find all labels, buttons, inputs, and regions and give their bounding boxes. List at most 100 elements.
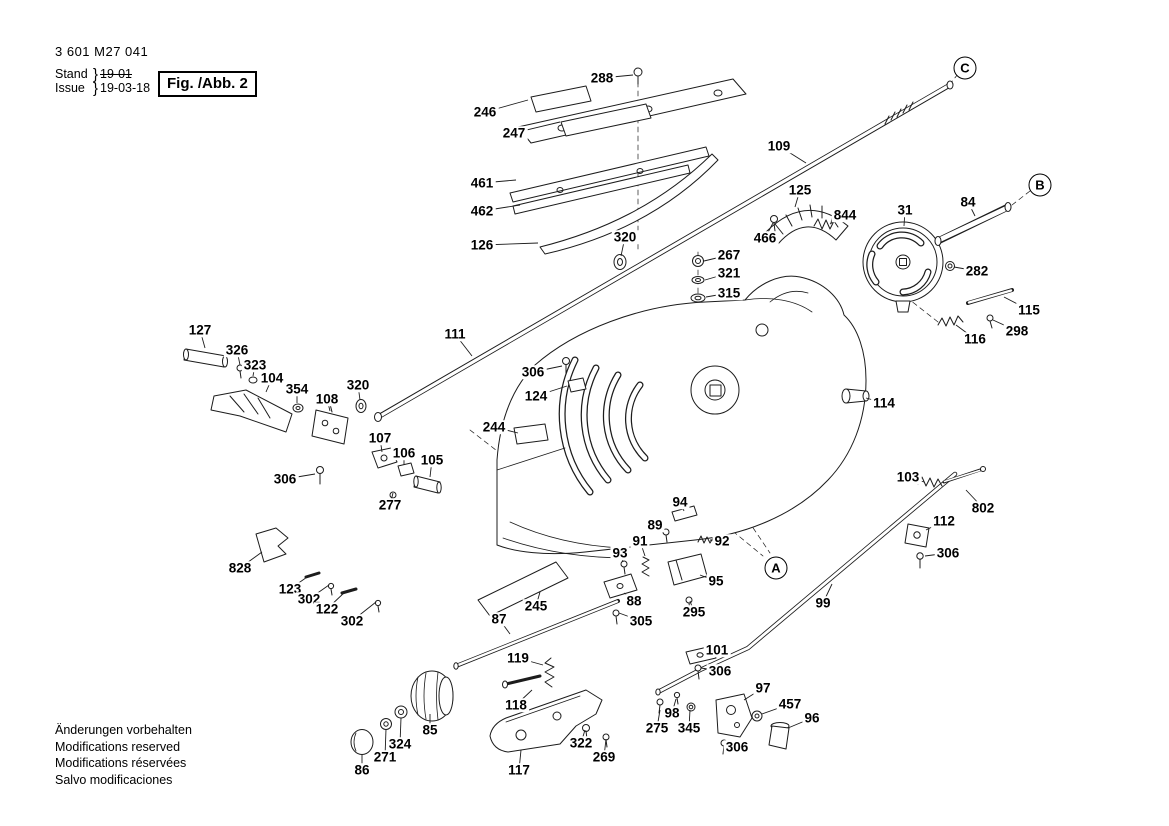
grip-knob: [350, 670, 454, 755]
part-callout-10-466: 466: [751, 230, 779, 246]
part-callout-28-306: 306: [519, 364, 547, 380]
latch-cluster: [603, 505, 714, 625]
spring-icon: [937, 315, 964, 327]
screw-icon: [633, 67, 643, 85]
part-callout-44-91: 91: [630, 533, 650, 549]
part-callout-16-298: 298: [1003, 323, 1031, 339]
part-callout-35-306: 306: [271, 471, 299, 487]
part-callout-37-103: 103: [894, 469, 922, 485]
part-callout-29-124: 124: [522, 388, 550, 404]
part-callout-30-114: 114: [871, 395, 897, 411]
part-callout-3-461: 461: [468, 175, 496, 191]
part-callout-11-31: 31: [895, 202, 915, 218]
lock-lever-cluster: [183, 348, 367, 485]
part-callout-25-108: 108: [313, 391, 341, 407]
part-callout-19-315: 315: [715, 285, 743, 301]
screw-icon: [562, 357, 570, 375]
part-callout-61-118: 118: [503, 697, 529, 713]
part-callout-36-277: 277: [376, 497, 404, 513]
ref-marker-B: B: [1028, 173, 1052, 197]
part-callout-66-117: 117: [506, 762, 532, 778]
part-callout-74-96: 96: [802, 710, 822, 726]
knob-cluster: [371, 447, 442, 506]
slide-carriage: [489, 657, 610, 753]
rail-bracket: [904, 523, 930, 569]
part-callout-22-323: 323: [241, 357, 269, 373]
figure-label: Fig. /Abb. 2: [158, 71, 257, 97]
part-callout-57-99: 99: [813, 595, 833, 611]
slide-rod: [453, 599, 620, 670]
part-callout-69-275: 275: [643, 720, 671, 736]
part-callout-18-321: 321: [715, 265, 743, 281]
part-callout-33-106: 106: [390, 445, 418, 461]
part-callout-2-247: 247: [500, 125, 528, 141]
part-callout-21-326: 326: [223, 342, 251, 358]
issue-row: Issue } 19-03-18: [55, 79, 151, 97]
fence-plates: [509, 67, 747, 255]
part-callout-31-244: 244: [480, 419, 508, 435]
issue-value: 19-03-18: [100, 81, 151, 95]
part-callout-15-116: 116: [962, 331, 988, 347]
rod-end: [942, 466, 986, 484]
part-callout-27-111: 111: [442, 326, 468, 342]
depth-rod: [374, 80, 954, 422]
part-callout-75-306: 306: [723, 739, 751, 755]
part-callout-39-112: 112: [931, 513, 957, 529]
part-callout-34-105: 105: [418, 452, 446, 468]
ref-marker-C: C: [953, 56, 977, 80]
part-callout-62-85: 85: [420, 722, 440, 738]
part-callout-12-84: 84: [958, 194, 978, 210]
part-callout-72-97: 97: [753, 680, 773, 696]
brace-glyph: }: [93, 65, 99, 83]
part-callout-32-107: 107: [366, 430, 394, 446]
part-callout-9-844: 844: [831, 207, 859, 223]
clip-part: [567, 377, 587, 393]
part-callout-5-126: 126: [468, 237, 496, 253]
part-callout-67-322: 322: [567, 735, 595, 751]
footer-note-line: Modifications réservées: [55, 756, 187, 770]
part-callout-55-87: 87: [489, 611, 509, 627]
label-plate: [513, 423, 549, 445]
part-callout-73-457: 457: [776, 696, 804, 712]
part-callout-24-354: 354: [283, 381, 311, 397]
title-block: 3 601 M27 041 Stand } 19-01 Issue } 19-0…: [55, 44, 151, 97]
part-callout-50-828: 828: [226, 560, 254, 576]
part-callout-56-245: 245: [522, 598, 550, 614]
angle-scale-segment: [765, 204, 849, 245]
part-callout-0-288: 288: [588, 70, 616, 86]
pin-rod: [966, 288, 1014, 305]
footer-note-line: Änderungen vorbehalten: [55, 723, 192, 737]
part-callout-53-122: 122: [313, 601, 341, 617]
turntable-wheel: [862, 221, 944, 313]
part-callout-1-246: 246: [471, 104, 499, 120]
part-callout-70-98: 98: [662, 705, 682, 721]
stop-bracket-cluster: [656, 691, 790, 755]
part-callout-49-305: 305: [627, 613, 655, 629]
part-callout-42-89: 89: [645, 517, 665, 533]
part-callout-60-119: 119: [505, 650, 531, 666]
stand-value: 19-01: [100, 67, 132, 81]
part-callout-13-282: 282: [963, 263, 991, 279]
footer-note-line: Salvo modificaciones: [55, 772, 173, 787]
handle-rod: [934, 202, 1012, 246]
part-callout-71-345: 345: [675, 720, 703, 736]
spring-icon: [917, 476, 943, 488]
saw-base: [496, 275, 867, 559]
part-callout-20-127: 127: [186, 322, 214, 338]
screw-icon: [770, 215, 778, 232]
brace-glyph: }: [93, 79, 99, 97]
part-callout-26-320: 320: [344, 377, 372, 393]
stand-row: Stand } 19-01: [55, 65, 150, 83]
support-rail: [655, 471, 958, 696]
footer-note-line: Modifications reserved: [55, 739, 181, 754]
part-callout-4-462: 462: [468, 203, 496, 219]
nut-icon: [945, 261, 955, 271]
part-callout-45-93: 93: [610, 545, 630, 561]
part-callout-40-306: 306: [934, 545, 962, 561]
stand-label: Stand: [55, 67, 88, 81]
fastener-column: [690, 255, 706, 303]
part-callout-38-802: 802: [969, 500, 997, 516]
